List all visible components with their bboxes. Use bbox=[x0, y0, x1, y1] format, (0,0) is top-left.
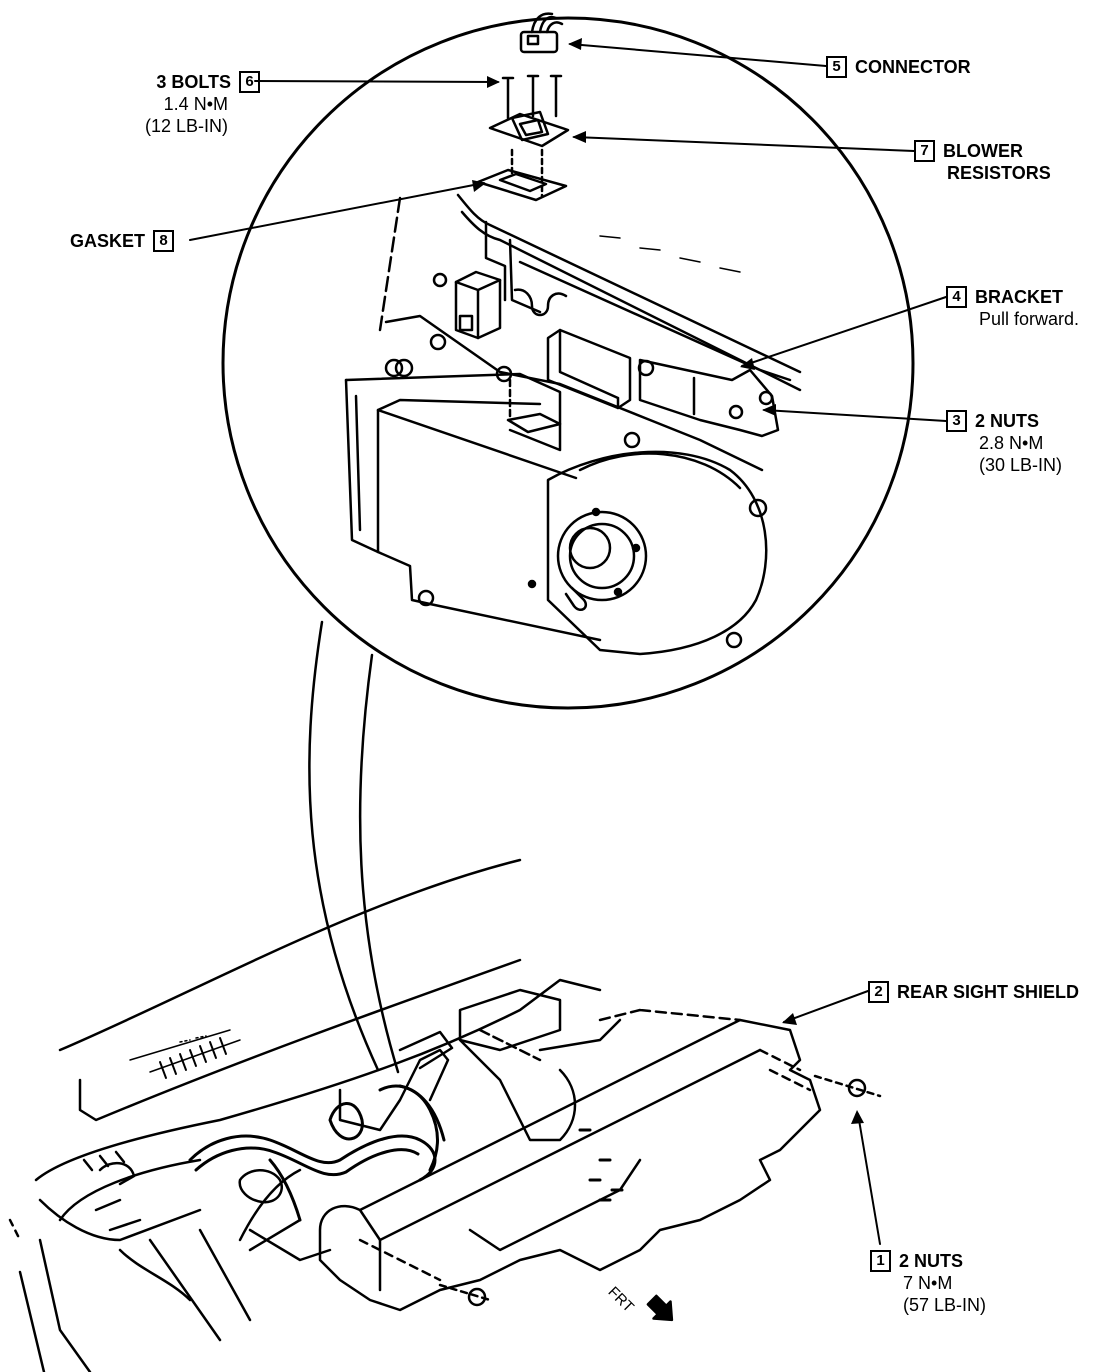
callout-3-number: 3 bbox=[946, 410, 967, 432]
callout-3-imperial: (30 LB-IN) bbox=[979, 455, 1063, 475]
blower-location bbox=[338, 988, 622, 1142]
callout-2-number: 2 bbox=[868, 981, 889, 1003]
callout-6: 3 BOLTS 6 1.4 N•M (12 LB-IN) bbox=[100, 71, 260, 137]
callout-3-torque: 2.8 N•M bbox=[979, 433, 1044, 453]
callout-5: 5 CONNECTOR bbox=[826, 56, 971, 78]
callout-6-torque: 1.4 N•M bbox=[163, 94, 228, 114]
callout-1-title: 2 NUTS bbox=[899, 1251, 964, 1271]
callout-6-title: 3 BOLTS bbox=[156, 72, 231, 92]
callout-1-torque: 7 N•M bbox=[903, 1273, 953, 1293]
callout-3-title: 2 NUTS bbox=[975, 411, 1040, 431]
shield-nut-right bbox=[813, 1074, 882, 1098]
callout-6-number: 6 bbox=[239, 71, 260, 93]
gasket-part bbox=[476, 148, 568, 202]
blower-resistor-part bbox=[488, 110, 570, 148]
callout-1: 1 2 NUTS 7 N•M (57 LB-IN) bbox=[870, 1250, 986, 1316]
callout-5-title: CONNECTOR bbox=[855, 57, 971, 77]
callout-1-imperial: (57 LB-IN) bbox=[903, 1295, 987, 1315]
callout-8: GASKET 8 bbox=[70, 230, 175, 252]
callout-6-imperial: (12 LB-IN) bbox=[144, 116, 228, 136]
callout-7: 7 BLOWER RESISTORS bbox=[914, 140, 1051, 184]
callout-2-title: REAR SIGHT SHIELD bbox=[897, 982, 1080, 1002]
callout-3: 3 2 NUTS 2.8 N•M (30 LB-IN) bbox=[946, 410, 1062, 476]
callout-7-title: BLOWER bbox=[943, 141, 1023, 161]
vehicle-dash-area bbox=[8, 858, 602, 1372]
front-direction-arrow bbox=[646, 1294, 674, 1322]
callout-8-title: GASKET bbox=[70, 231, 146, 251]
shield-nut-left bbox=[438, 1283, 492, 1307]
wiring-harness bbox=[188, 1084, 446, 1222]
rear-sight-shield bbox=[318, 1008, 822, 1312]
relay-module bbox=[454, 270, 502, 340]
connector-part bbox=[519, 12, 564, 54]
callout-8-number: 8 bbox=[153, 230, 175, 252]
detail-funnel bbox=[308, 620, 400, 1074]
callout-2: 2 REAR SIGHT SHIELD bbox=[868, 981, 1079, 1003]
leader-arrowheads bbox=[472, 38, 864, 1124]
blower-housing bbox=[344, 314, 768, 649]
leader-lines bbox=[189, 43, 947, 1245]
callout-4: 4 BRACKET Pull forward. bbox=[946, 286, 1079, 330]
bracket-part bbox=[638, 358, 780, 438]
callout-5-number: 5 bbox=[826, 56, 847, 78]
detail-view-circle bbox=[221, 16, 915, 710]
callout-7-title2: RESISTORS bbox=[947, 163, 1051, 183]
callout-4-note: Pull forward. bbox=[979, 309, 1080, 329]
callout-4-number: 4 bbox=[946, 286, 967, 308]
callout-1-number: 1 bbox=[870, 1250, 891, 1272]
blower-motor bbox=[527, 450, 768, 656]
callout-7-number: 7 bbox=[914, 140, 935, 162]
bolt-set bbox=[501, 74, 563, 120]
callout-4-title: BRACKET bbox=[975, 287, 1063, 307]
